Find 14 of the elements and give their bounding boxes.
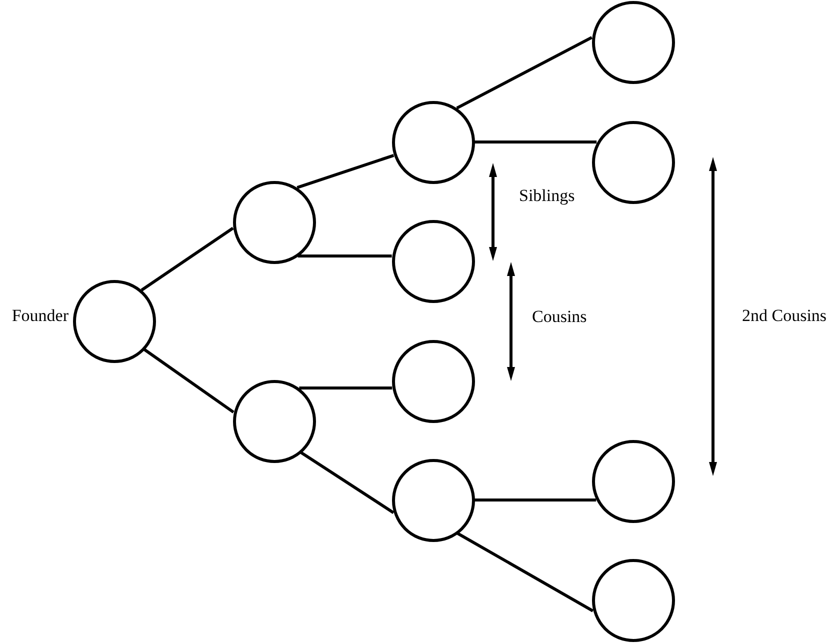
connector-line — [140, 226, 234, 292]
double-headed-arrow — [709, 157, 717, 476]
double-headed-arrow — [507, 262, 515, 381]
connector-line — [299, 386, 392, 390]
connector-line — [296, 154, 394, 190]
connector-line — [300, 451, 394, 514]
connector-line — [456, 532, 594, 612]
connector-line — [143, 348, 234, 414]
connector-line — [474, 498, 596, 502]
connector-line — [474, 140, 597, 144]
double-headed-arrow — [489, 163, 497, 261]
connector-line — [298, 254, 392, 258]
node-label: Founder — [12, 305, 68, 327]
connector-line — [456, 36, 592, 110]
